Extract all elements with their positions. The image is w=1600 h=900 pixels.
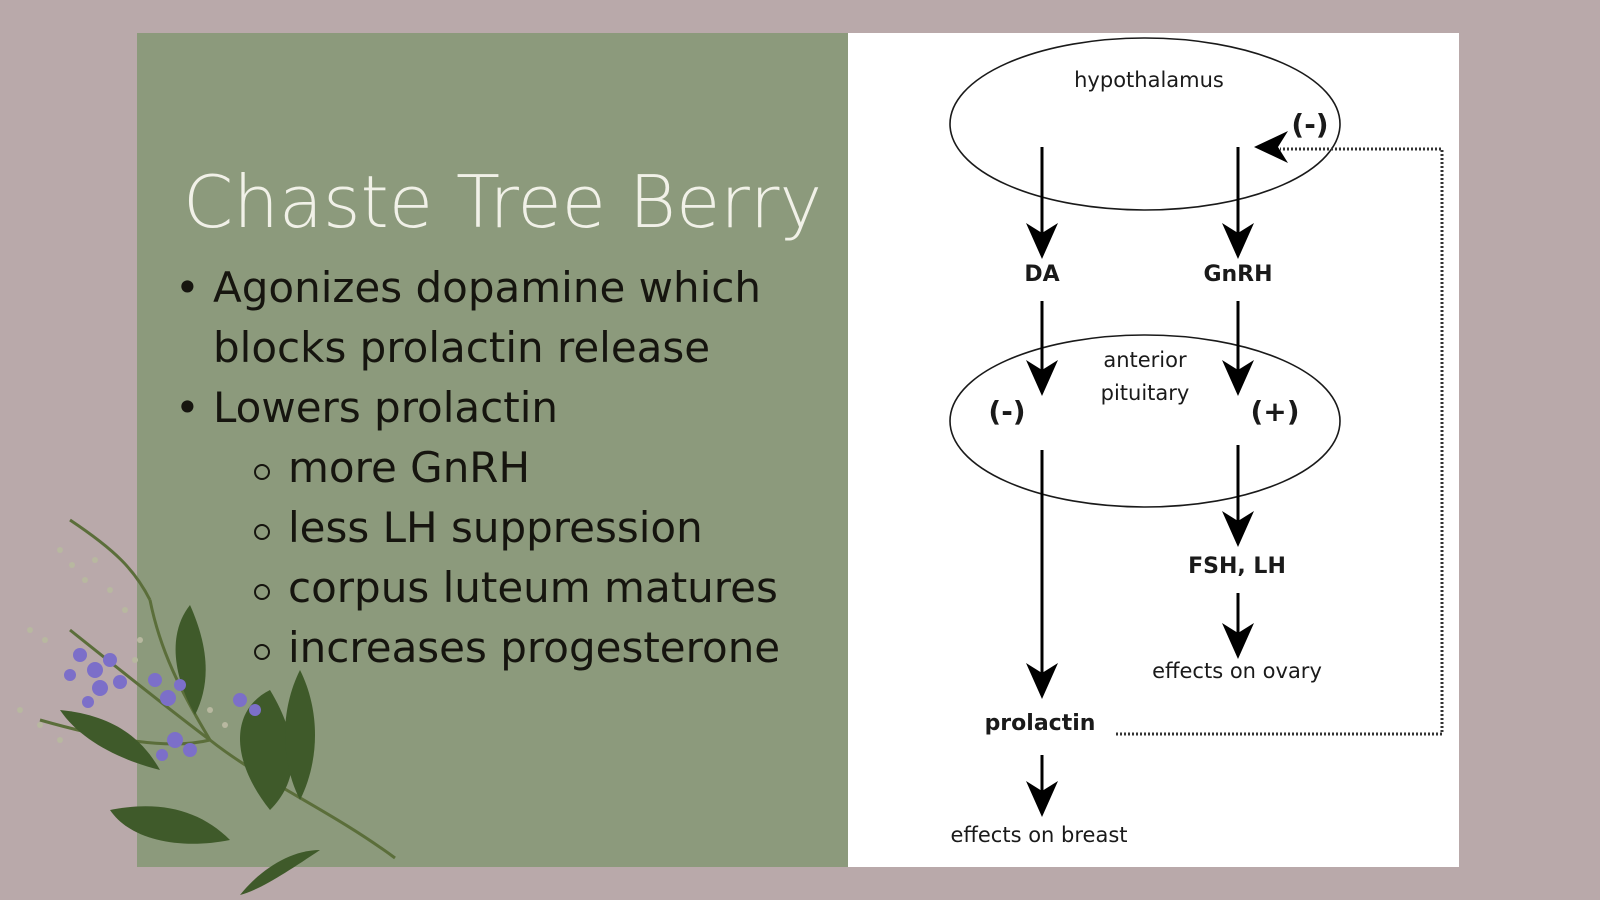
chaste-tree-illustration bbox=[17, 518, 396, 895]
hypothalamus-ellipse bbox=[949, 37, 1341, 211]
bullet-line: blocks prolactin release bbox=[213, 323, 711, 372]
arrow-head bbox=[1222, 623, 1254, 659]
prolactin-label: prolactin bbox=[985, 711, 1096, 736]
inhibition-sign-label: (-) bbox=[988, 395, 1025, 428]
effects-ovary-label: effects on ovary bbox=[1152, 659, 1322, 683]
gnrh-label: GnRH bbox=[1203, 262, 1272, 287]
arrow-head bbox=[1222, 223, 1254, 259]
arrow-head bbox=[1026, 360, 1058, 396]
fsh-lh-label: FSH, LH bbox=[1188, 554, 1286, 579]
anterior-pituitary-ellipse bbox=[949, 334, 1341, 508]
pituitary-label: pituitary bbox=[1101, 381, 1190, 405]
hypothalamus-label: hypothalamus bbox=[1074, 68, 1224, 92]
sub-bullet-item: corpus luteum matures bbox=[175, 558, 795, 618]
feedback-sign-label: (-) bbox=[1291, 108, 1328, 141]
anterior-label: anterior bbox=[1103, 348, 1187, 372]
stimulation-sign-label: (+) bbox=[1250, 395, 1299, 428]
hormone-feedback-diagram: hypothalamus (-) DA GnRH anterior pituit… bbox=[949, 37, 1444, 847]
right-panel bbox=[848, 33, 1459, 867]
arrow-head bbox=[1026, 223, 1058, 259]
feedback-arrow-head bbox=[1254, 131, 1288, 163]
bullet-item: Lowers prolactin bbox=[175, 378, 795, 438]
bullet-line: Agonizes dopamine which bbox=[213, 263, 761, 312]
effects-breast-label: effects on breast bbox=[950, 823, 1127, 847]
arrow-head bbox=[1222, 360, 1254, 396]
slide-title: Chaste Tree Berry bbox=[183, 160, 823, 244]
da-label: DA bbox=[1024, 262, 1059, 287]
arrow-head bbox=[1026, 781, 1058, 817]
sub-bullet-item: more GnRH bbox=[175, 438, 795, 498]
bullet-item: Agonizes dopamine which blocks prolactin… bbox=[175, 258, 795, 378]
feedback-loop-line bbox=[1116, 147, 1444, 736]
arrow-head bbox=[1222, 511, 1254, 547]
bullet-list: Agonizes dopamine which blocks prolactin… bbox=[175, 258, 795, 678]
sub-bullet-item: less LH suppression bbox=[175, 498, 795, 558]
sub-bullet-item: increases progesterone bbox=[175, 618, 795, 678]
arrow-head bbox=[1026, 663, 1058, 699]
